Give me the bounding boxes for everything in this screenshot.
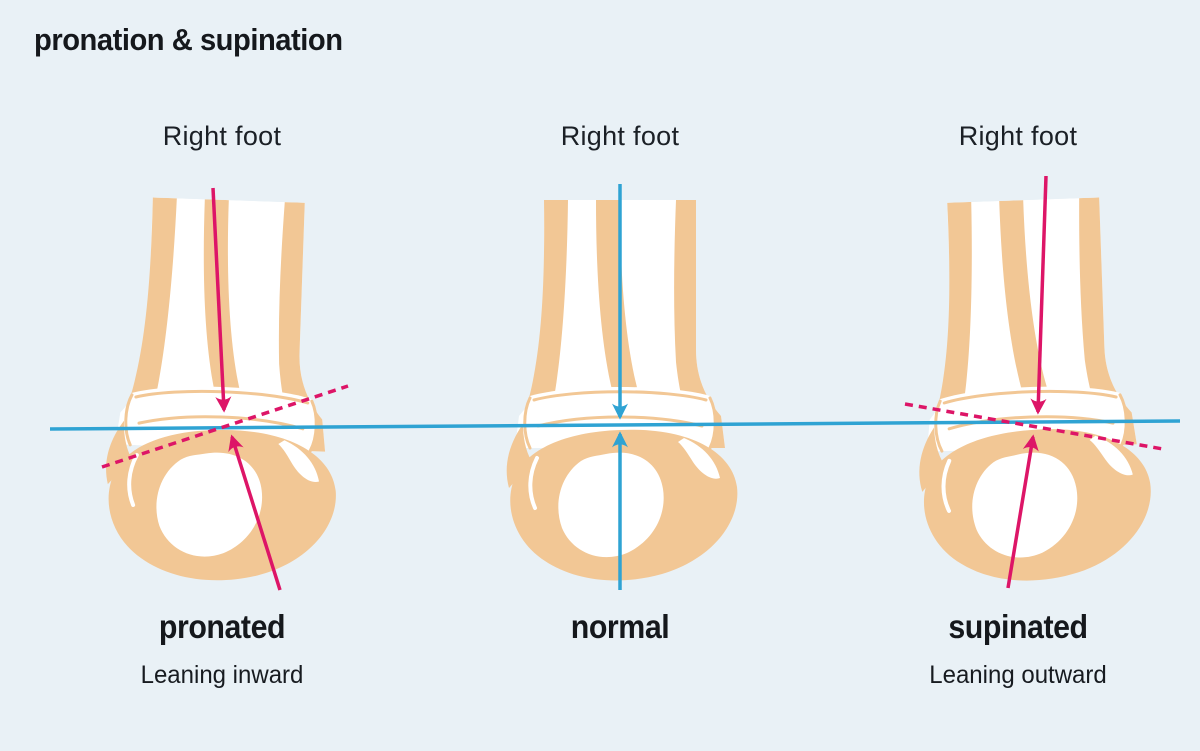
- foot-illustration-supinated: [893, 196, 1166, 595]
- condition-caption-label: Leaning outward: [929, 661, 1107, 689]
- foot-illustration-normal: [490, 200, 750, 590]
- condition-name-label: pronated: [158, 608, 286, 645]
- condition-caption-label: Leaning inward: [140, 661, 304, 689]
- panel-pronated: Right foot pronated Leaning inward: [22, 0, 422, 751]
- panel-supinated: Right foot supinated Leaning outward: [818, 0, 1200, 751]
- foot-side-label: Right foot: [162, 121, 282, 151]
- foot-side-label: Right foot: [560, 121, 680, 151]
- panel-normal: Right foot normal: [420, 0, 820, 751]
- foot-illustration-pronated: [85, 196, 358, 595]
- condition-name-label: normal: [570, 608, 670, 645]
- diagram-title: pronation & supination: [34, 22, 343, 57]
- condition-name-label: supinated: [948, 608, 1088, 645]
- foot-side-label: Right foot: [958, 121, 1078, 151]
